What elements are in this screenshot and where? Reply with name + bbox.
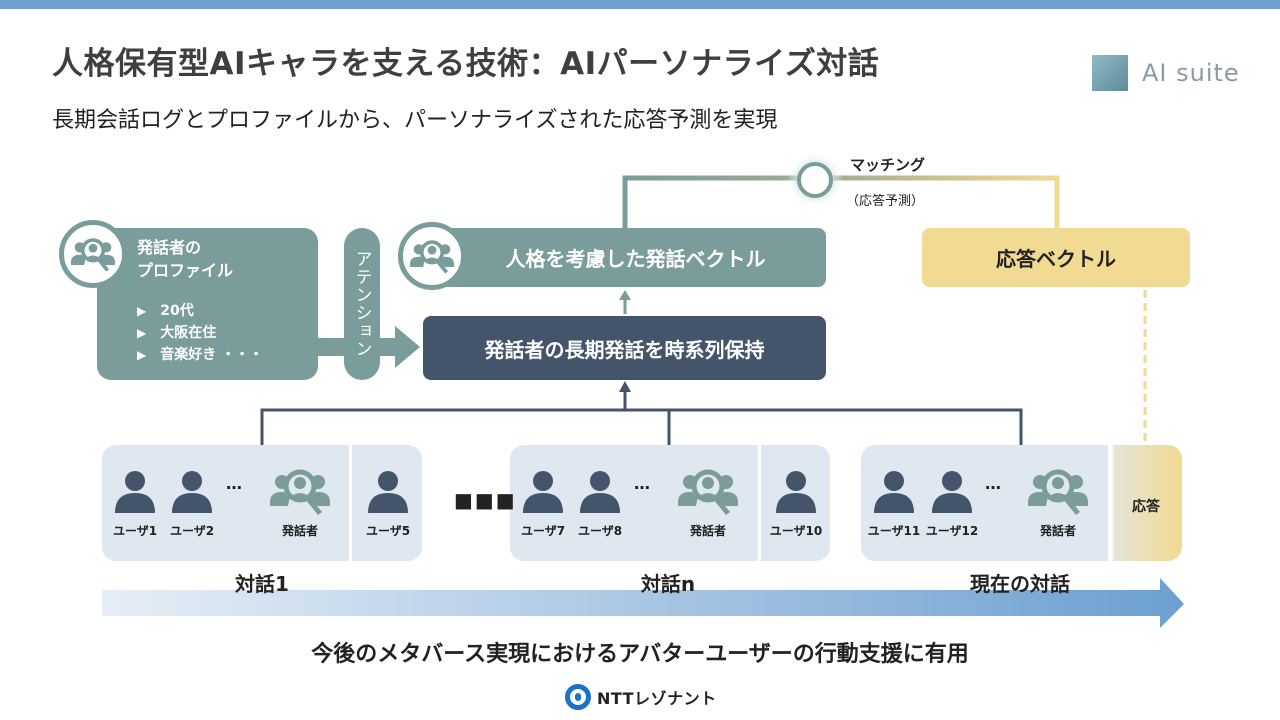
user-icon — [366, 469, 410, 513]
history-up-arrowhead — [619, 381, 631, 392]
current-dialog-box — [861, 445, 1182, 561]
matching-label: マッチング — [850, 156, 926, 174]
speaker-label: 発話者 — [689, 524, 727, 538]
profile-item: 20代 — [137, 300, 263, 322]
user-icon — [170, 469, 214, 513]
ntt-logo-mark — [565, 684, 591, 710]
bottom-message: 今後のメタバース実現におけるアバターユーザーの行動支援に有用 — [311, 642, 969, 667]
users-ellipsis: … — [226, 474, 242, 493]
ntt-logo-text: NTTレゾナント — [597, 689, 717, 708]
matching-node — [797, 162, 833, 198]
user-label: ユーザ2 — [169, 524, 215, 538]
response-vector-box: 応答ベクトル — [922, 228, 1190, 287]
dialog-connector — [260, 390, 1023, 445]
ai-suite-logo-mark — [1092, 55, 1128, 91]
page-subtitle: 長期会話ログとプロファイルから、パーソナライズされた応答予測を実現 — [52, 108, 778, 133]
dialog-n-box — [510, 445, 830, 561]
dialog-1-box — [102, 445, 422, 561]
top-accent-bar — [0, 0, 1280, 9]
persona-search-icon — [398, 222, 466, 290]
user-label: ユーザ8 — [577, 524, 623, 538]
persona-vector-box: 人格を考慮した発話ベクトル — [425, 228, 826, 287]
divider — [349, 445, 352, 561]
user-label: ユーザ7 — [520, 524, 566, 538]
dialog-label: 対話1 — [235, 572, 289, 596]
user-icon — [774, 469, 818, 513]
users-ellipsis: … — [985, 474, 1001, 493]
user-label: ユーザ10 — [769, 524, 823, 538]
ai-suite-logo: AI suite — [1092, 55, 1240, 91]
dialog-label: 対話n — [640, 572, 696, 596]
long-term-history-box: 発話者の長期発話を時系列保持 — [423, 316, 826, 380]
page-title: 人格保有型AIキャラを支える技術：AIパーソナライズ対話 — [52, 46, 880, 82]
user-label: ユーザ1 — [112, 524, 158, 538]
persona-up-arrowhead — [619, 290, 631, 300]
profile-list: 20代 大阪在住 音楽好き ・・・ — [137, 300, 263, 366]
matching-sublabel: （応答予測） — [846, 194, 925, 209]
dialog-label: 現在の対話 — [970, 572, 1070, 596]
user-label: ユーザ11 — [867, 524, 921, 538]
user-icon — [930, 469, 974, 513]
timeline-arrow — [102, 578, 1184, 628]
divider — [758, 445, 761, 561]
speaker-search-icon — [59, 220, 127, 288]
speaker-search-icon — [1028, 466, 1088, 516]
ntt-resonant-logo: NTTレゾナント — [565, 684, 717, 710]
users-ellipsis: … — [634, 474, 650, 493]
user-icon — [578, 469, 622, 513]
ai-suite-logo-text: AI suite — [1142, 59, 1240, 87]
speaker-label: 発話者 — [1039, 524, 1077, 538]
user-icon — [872, 469, 916, 513]
speaker-label: 発話者 — [281, 524, 319, 538]
user-icon — [521, 469, 565, 513]
between-dialogs-ellipsis: ■■■ — [454, 488, 517, 512]
profile-title: 発話者の — [137, 238, 202, 257]
speaker-search-icon — [270, 466, 330, 516]
profile-item: 大阪在住 — [137, 322, 263, 344]
user-label: ユーザ12 — [925, 524, 979, 538]
profile-item: 音楽好き ・・・ — [137, 344, 263, 366]
user-label: ユーザ5 — [365, 524, 411, 538]
attention-box: アテンション — [344, 228, 380, 380]
speaker-search-icon — [678, 466, 738, 516]
profile-title: プロファイル — [137, 261, 234, 280]
user-icon — [113, 469, 157, 513]
response-label: 応答 — [1132, 499, 1160, 515]
